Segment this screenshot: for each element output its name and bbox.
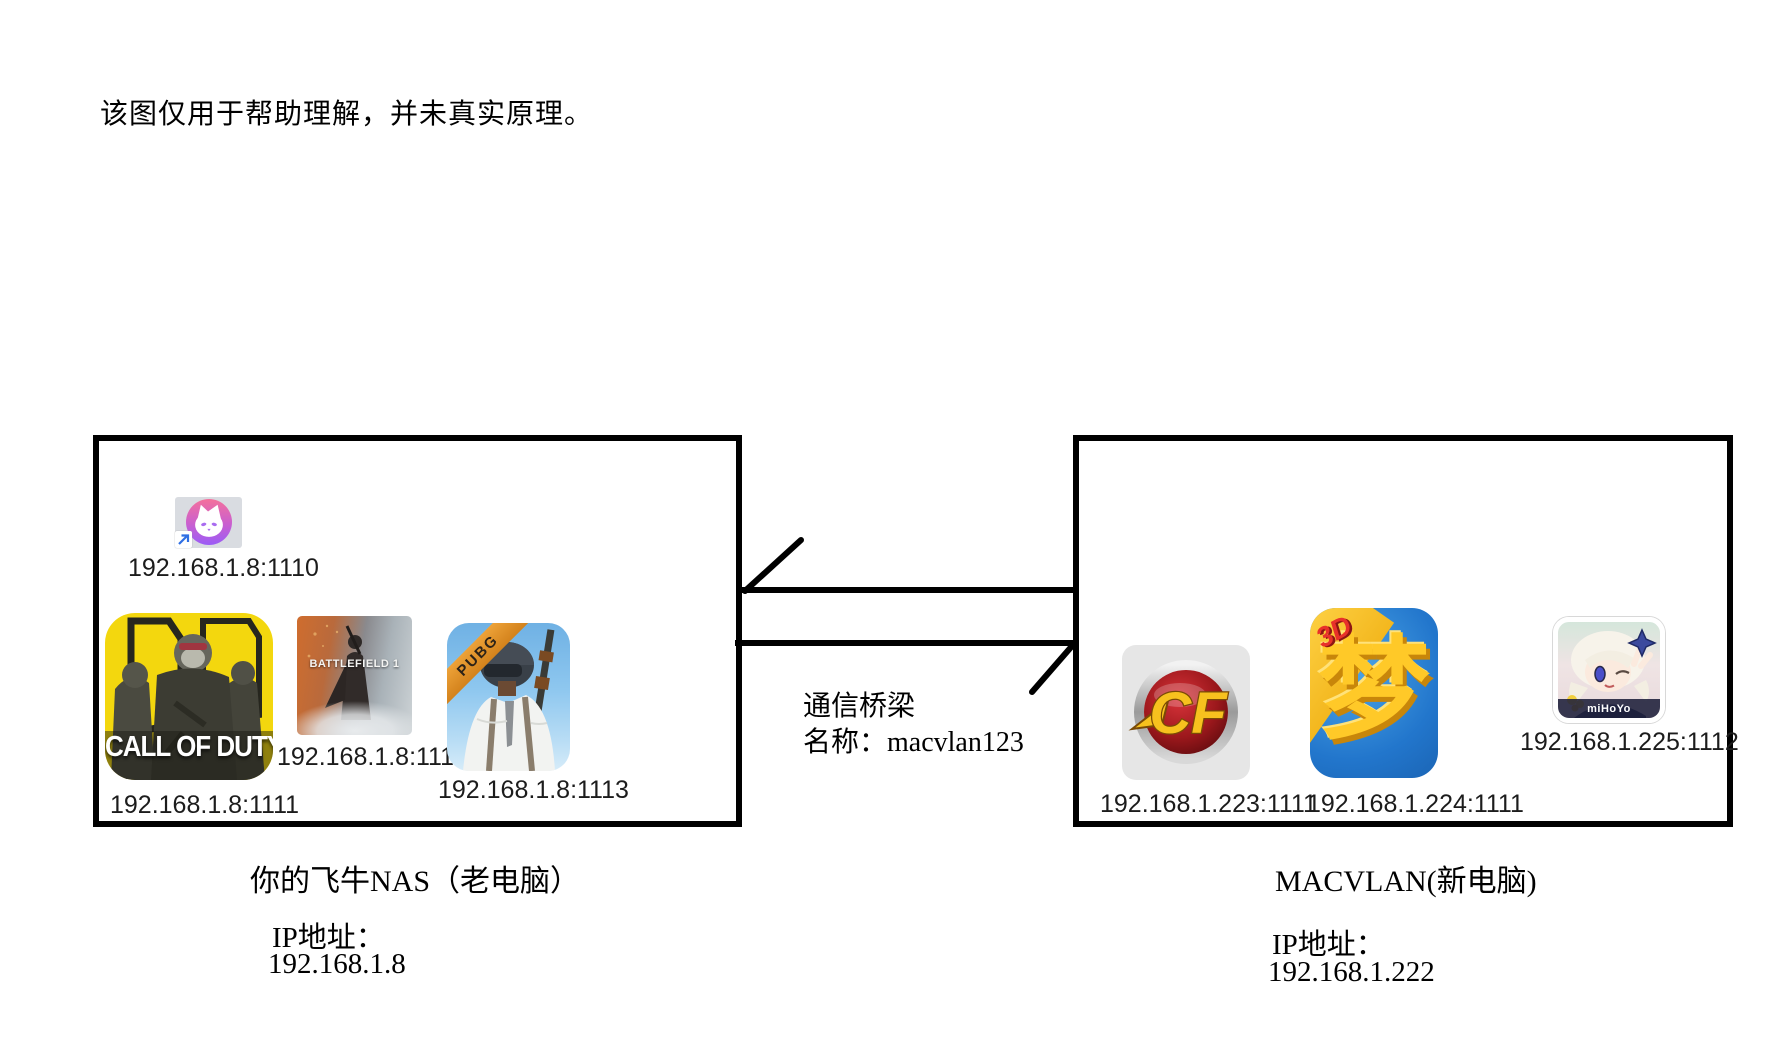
macvlan-ip-value: 192.168.1.222: [1268, 956, 1435, 988]
bridge-name: 名称：macvlan123: [803, 727, 1024, 758]
cat-icon: [186, 499, 232, 545]
nas-ip-value: 192.168.1.8: [268, 948, 406, 980]
nas-box: 192.168.1.8:1110 CALL OF DUTY 192.168.1.…: [93, 435, 742, 827]
service-address: 192.168.1.8:1113: [438, 776, 629, 804]
meng-character: 梦: [1318, 629, 1430, 753]
menghuan-3d-icon: 梦 3D: [1310, 608, 1438, 778]
clash-cat-shortcut-icon: [175, 497, 242, 548]
cf-logo-text: CF: [1149, 681, 1228, 746]
battlefield-logo-text: BATTLEFIELD 1: [309, 658, 400, 670]
macvlan-caption: MACVLAN(新电脑): [1275, 865, 1537, 898]
left-arrowhead-icon: [742, 537, 804, 594]
service-address: 192.168.1.8:1111: [110, 791, 300, 819]
pubg-icon: PUBG: [447, 623, 570, 771]
mihoyo-brand-text: miHoYo: [1558, 699, 1660, 718]
smoke-decoration: [297, 701, 412, 735]
bridge-label: 通信桥梁: [803, 691, 916, 722]
right-arrowhead-icon: [1029, 643, 1075, 695]
mihoyo-paimon-icon: miHoYo: [1553, 617, 1665, 723]
service-address: 192.168.1.8:1110: [128, 554, 319, 582]
call-of-duty-icon: CALL OF DUTY: [105, 613, 273, 780]
nas-caption: 你的飞牛NAS（老电脑）: [250, 865, 581, 898]
shortcut-arrow-icon: [175, 531, 192, 548]
disclaimer-text: 该图仅用于帮助理解，并未真实原理。: [100, 98, 594, 129]
macvlan-box: CF 192.168.1.223:1111 梦 3D 192.168.1.224…: [1073, 435, 1739, 827]
service-address: 192.168.1.225:1112: [1520, 728, 1739, 756]
crossfire-icon: CF: [1122, 645, 1250, 780]
service-address: 192.168.1.224:1111: [1307, 790, 1524, 818]
cod-logo-text: CALL OF DUTY: [105, 729, 273, 763]
macvlan-ip-title: IP地址：: [1272, 929, 1385, 961]
service-address: 192.168.1.223:1111: [1100, 790, 1317, 818]
nas-ip-title: IP地址：: [272, 922, 385, 954]
battlefield-1-icon: BATTLEFIELD 1: [297, 616, 412, 735]
service-address: 192.168.1.8:1112: [277, 743, 468, 771]
